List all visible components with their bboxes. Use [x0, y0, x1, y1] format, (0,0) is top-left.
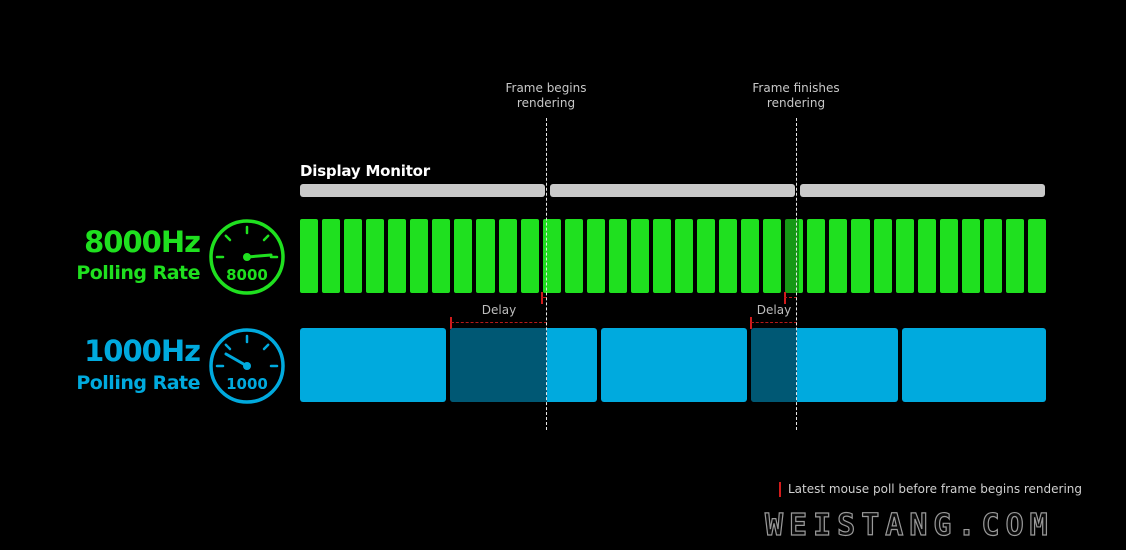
poll-8000-bar: [432, 219, 451, 293]
frame-begins-label: Frame begins rendering: [505, 81, 587, 110]
poll-8000-bar: [322, 219, 341, 293]
poll-1000-bar-5: [902, 328, 1046, 402]
poll-8000-bar: [785, 219, 804, 293]
poll-8000-bar: [300, 219, 319, 293]
poll-8000-bar: [498, 219, 517, 293]
frame-finishes-label: Frame finishes rendering: [752, 81, 840, 110]
gauge-8000-value: 8000: [226, 266, 268, 284]
poll-1000-bar-3: [601, 328, 747, 402]
poll-8000-bar: [344, 219, 363, 293]
poll-1000-delay-shade-2: [751, 328, 797, 402]
poll-1000-delay-shade-1: [450, 328, 547, 402]
poll-8000-bar: [410, 219, 429, 293]
rate-8000-label: Polling Rate: [76, 262, 200, 284]
poll-8000-bar: [366, 219, 385, 293]
latest-poll-marker-1000-1: [450, 317, 452, 329]
poll-1000-bar-1: [300, 328, 446, 402]
legend-text: Latest mouse poll before frame begins re…: [788, 482, 1083, 496]
latest-poll-marker-8000-2: [784, 292, 786, 304]
poll-8000-bar: [454, 219, 473, 293]
display-monitor-title: Display Monitor: [300, 162, 430, 180]
poll-8000-bar: [520, 219, 539, 293]
speedometer-1000-icon: 1000: [209, 328, 285, 404]
poll-8000-bar: [939, 219, 958, 293]
delay-line-1000-2: [751, 322, 797, 323]
watermark: WEISTANG.COM: [764, 507, 1054, 543]
poll-8000-bar: [675, 219, 694, 293]
poll-8000-bar: [829, 219, 848, 293]
poll-8000-bar: [542, 219, 561, 293]
rate-8000-hz: 8000Hz: [84, 225, 201, 259]
poll-8000-bar: [652, 219, 671, 293]
speedometer-8000-icon: 8000: [209, 219, 285, 295]
poll-8000-bar: [586, 219, 605, 293]
monitor-frame-1: [300, 184, 545, 197]
poll-8000-bar: [1005, 219, 1024, 293]
poll-8000-bar: [917, 219, 936, 293]
poll-8000-bar: [564, 219, 583, 293]
poll-8000-bar: [763, 219, 782, 293]
frame-finishes-line: [796, 118, 797, 430]
poll-8000-bar: [476, 219, 495, 293]
poll-8000-bar: [697, 219, 716, 293]
monitor-frame-3: [800, 184, 1045, 197]
poll-1000-bar-2: [450, 328, 597, 402]
gauge-1000-value: 1000: [226, 375, 268, 393]
poll-8000-bar: [895, 219, 914, 293]
poll-8000-bar: [807, 219, 826, 293]
frame-begins-line: [546, 118, 547, 430]
latest-poll-marker-8000-1: [541, 292, 543, 304]
delay-label-2: Delay: [756, 303, 792, 317]
poll-8000-bar: [630, 219, 649, 293]
poll-8000-bar: [608, 219, 627, 293]
poll-8000-bar: [388, 219, 407, 293]
polling-8000-bars: [300, 219, 1046, 293]
poll-8000-bar: [961, 219, 980, 293]
poll-8000-bar: [851, 219, 870, 293]
poll-8000-bar: [719, 219, 738, 293]
rate-1000-label: Polling Rate: [76, 372, 200, 394]
poll-8000-bar: [1027, 219, 1046, 293]
poll-8000-bar: [741, 219, 760, 293]
monitor-frame-2: [550, 184, 795, 197]
poll-8000-bar: [873, 219, 892, 293]
rate-1000-hz: 1000Hz: [84, 334, 201, 368]
delay-label-1: Delay: [481, 303, 517, 317]
legend-red-tick-icon: [779, 482, 781, 497]
delay-line-8000-1: [541, 297, 547, 298]
poll-8000-bar: [983, 219, 1002, 293]
poll-8000-delay-shade: [785, 219, 799, 293]
delay-line-8000-2: [784, 297, 797, 298]
delay-line-1000-1: [451, 322, 547, 323]
latest-poll-marker-1000-2: [750, 317, 752, 329]
poll-1000-bar-4: [751, 328, 898, 402]
